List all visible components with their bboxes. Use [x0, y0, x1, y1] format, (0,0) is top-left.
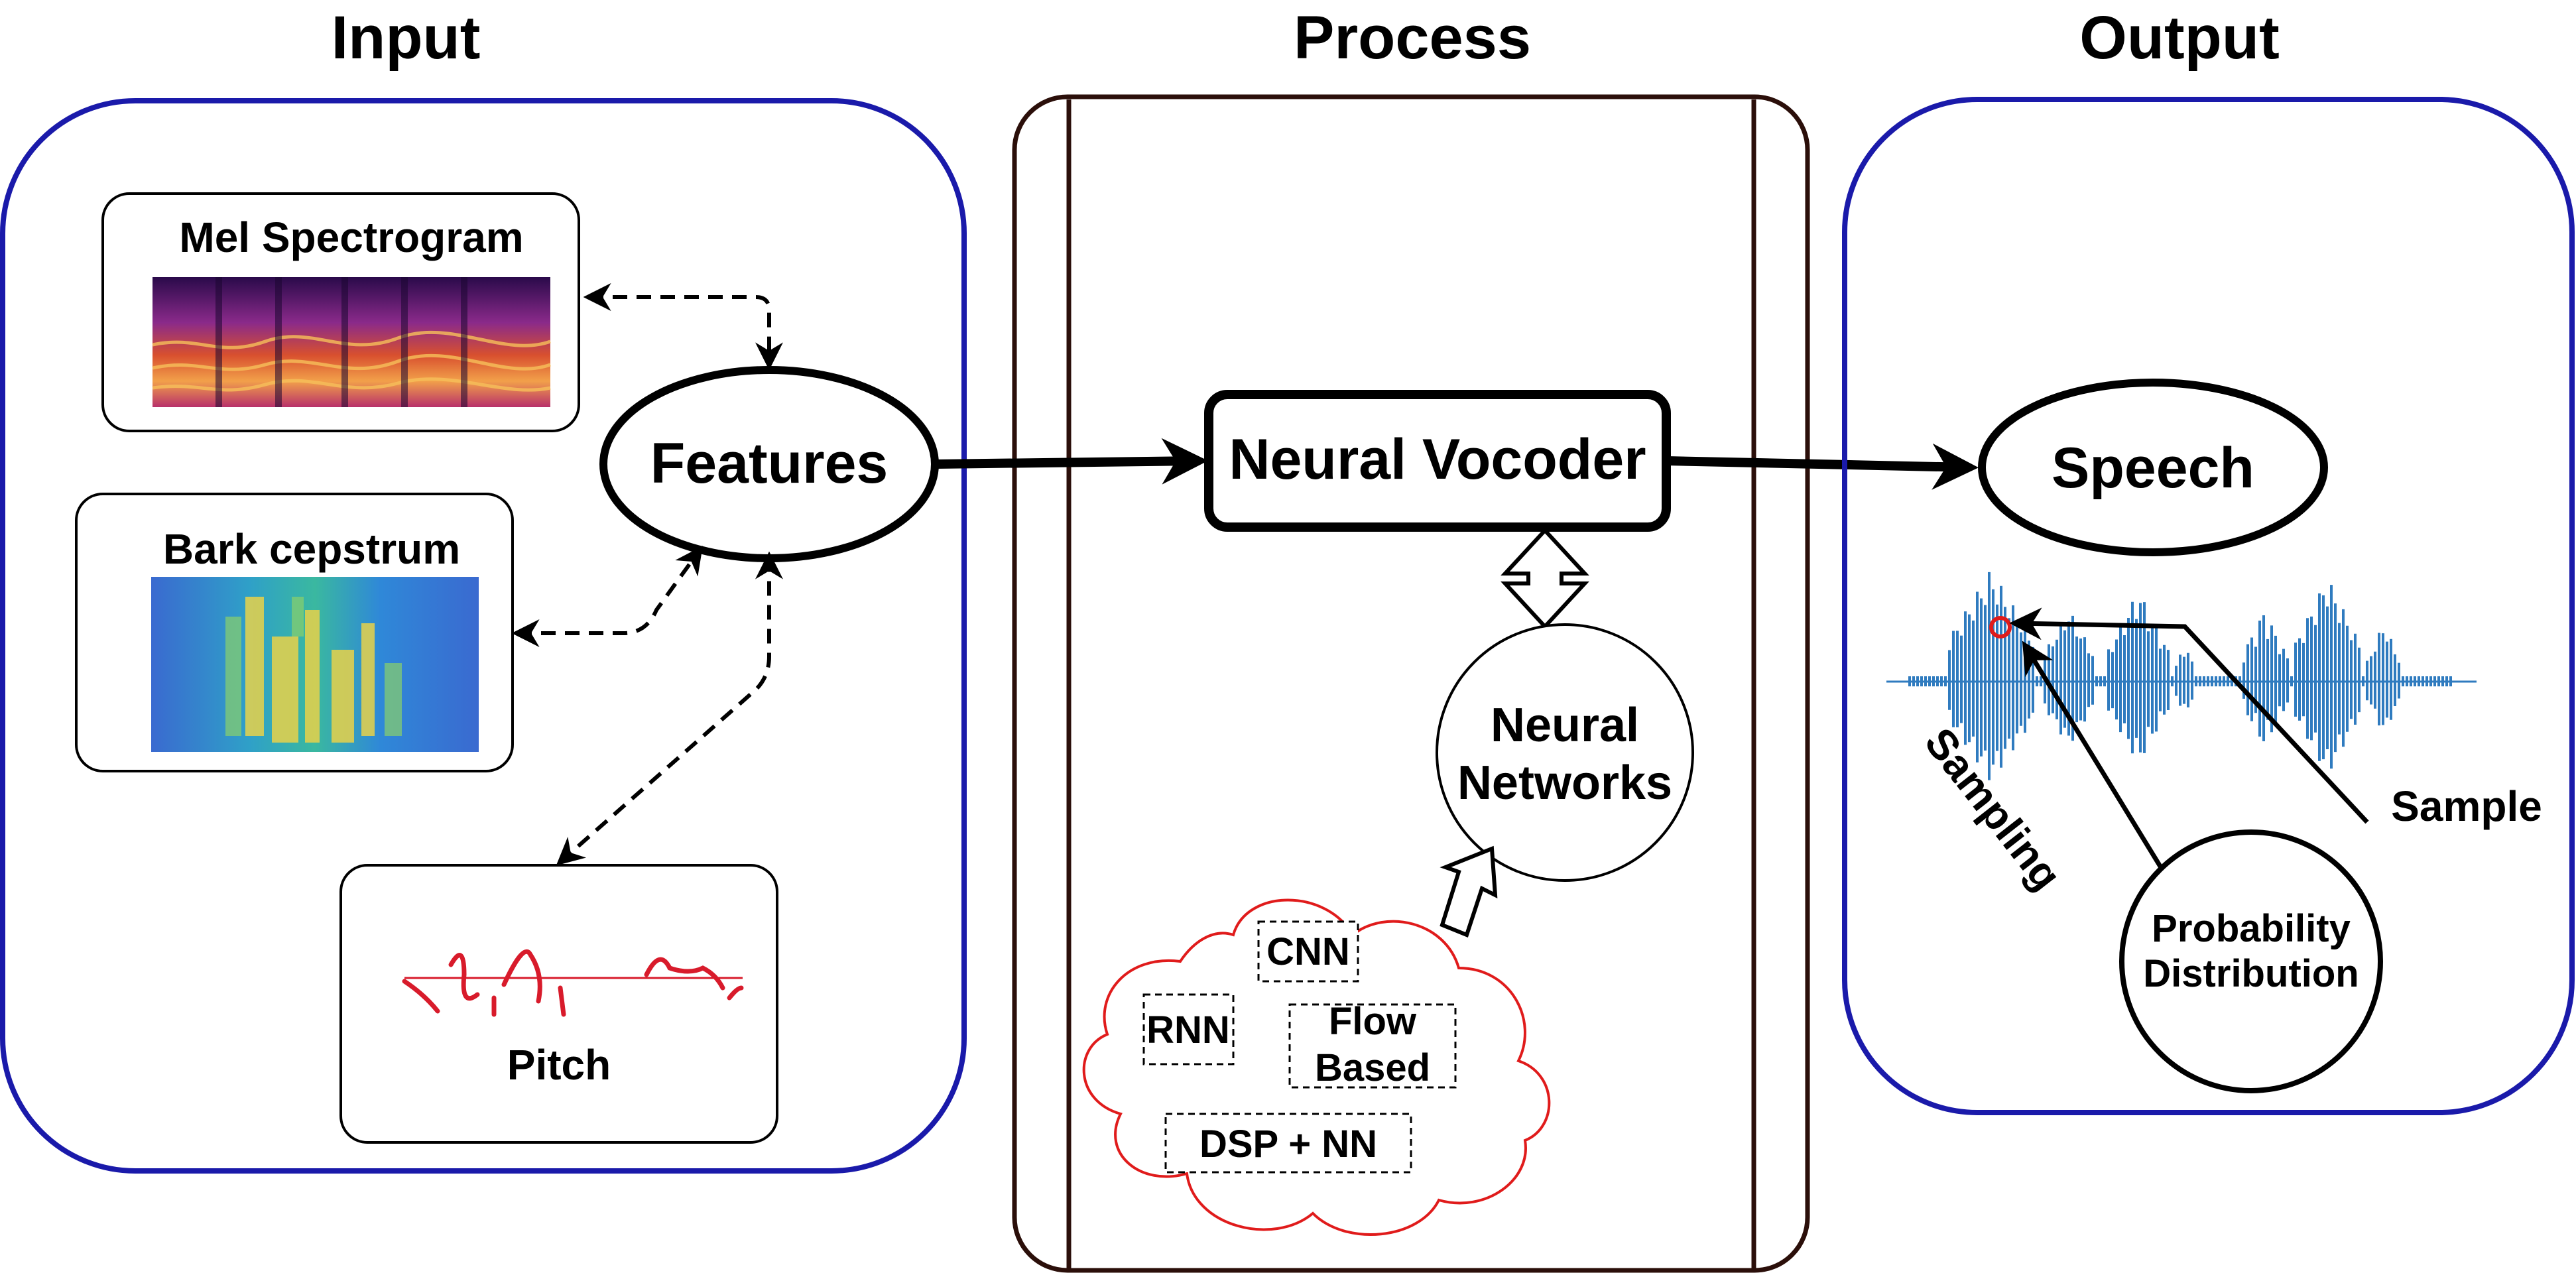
mel-spectrogram-label: Mel Spectrogram: [179, 213, 523, 261]
process-panel: [1012, 94, 1810, 1273]
rnn-label: RNN: [1146, 1008, 1230, 1052]
cloud-to-nn-arrow: [1440, 845, 1498, 938]
dsp-nn-label: DSP + NN: [1199, 1123, 1377, 1166]
speech-label: Speech: [2052, 436, 2254, 500]
pitch-box: [339, 864, 778, 1144]
distribution-pointer: [2022, 640, 2164, 870]
dsp-nn-tag: [1164, 1113, 1412, 1174]
features-to-vocoder-arrow: [934, 438, 1208, 485]
rnn-tag: [1142, 993, 1235, 1065]
flow-based-label-1: Flow: [1329, 1000, 1417, 1043]
pitch-label: Pitch: [507, 1041, 611, 1089]
neural-vocoder-label: Neural Vocoder: [1229, 428, 1646, 491]
speech-waveform: [1886, 572, 2477, 780]
features-label: Features: [650, 432, 889, 495]
bark-cepstrum-label: Bark cepstrum: [163, 525, 460, 573]
neural-networks-node: [1436, 623, 1694, 882]
input-header: Input: [332, 4, 481, 72]
probability-distribution-node: [2119, 829, 2383, 1093]
input-panel: [0, 98, 967, 1174]
neural-networks-label-2: Networks: [1457, 757, 1672, 810]
sample-label: Sample: [2391, 782, 2542, 830]
output-header: Output: [2079, 4, 2279, 72]
pitch-contour: [402, 949, 744, 1017]
process-header: Process: [1294, 4, 1531, 72]
feature-links: [511, 283, 783, 866]
vocoder-nn-double-arrow: [1501, 527, 1589, 630]
cnn-label: CNN: [1266, 930, 1350, 973]
probability-label: Probability: [2152, 907, 2351, 950]
flow-based-label-2: Based: [1315, 1046, 1430, 1089]
vocoder-to-speech-arrow: [1666, 443, 1979, 490]
distribution-label: Distribution: [2143, 952, 2359, 995]
mel-spectrogram-image: [152, 277, 551, 407]
speech-node: [1978, 379, 2328, 556]
flow-based-tag: [1288, 1003, 1457, 1089]
output-panel: [1842, 97, 2575, 1115]
sample-pointer: [2009, 607, 2369, 824]
neural-networks-label-1: Neural: [1491, 699, 1639, 752]
bark-cepstrum-image: [151, 577, 479, 752]
cnn-tag: [1257, 920, 1359, 983]
